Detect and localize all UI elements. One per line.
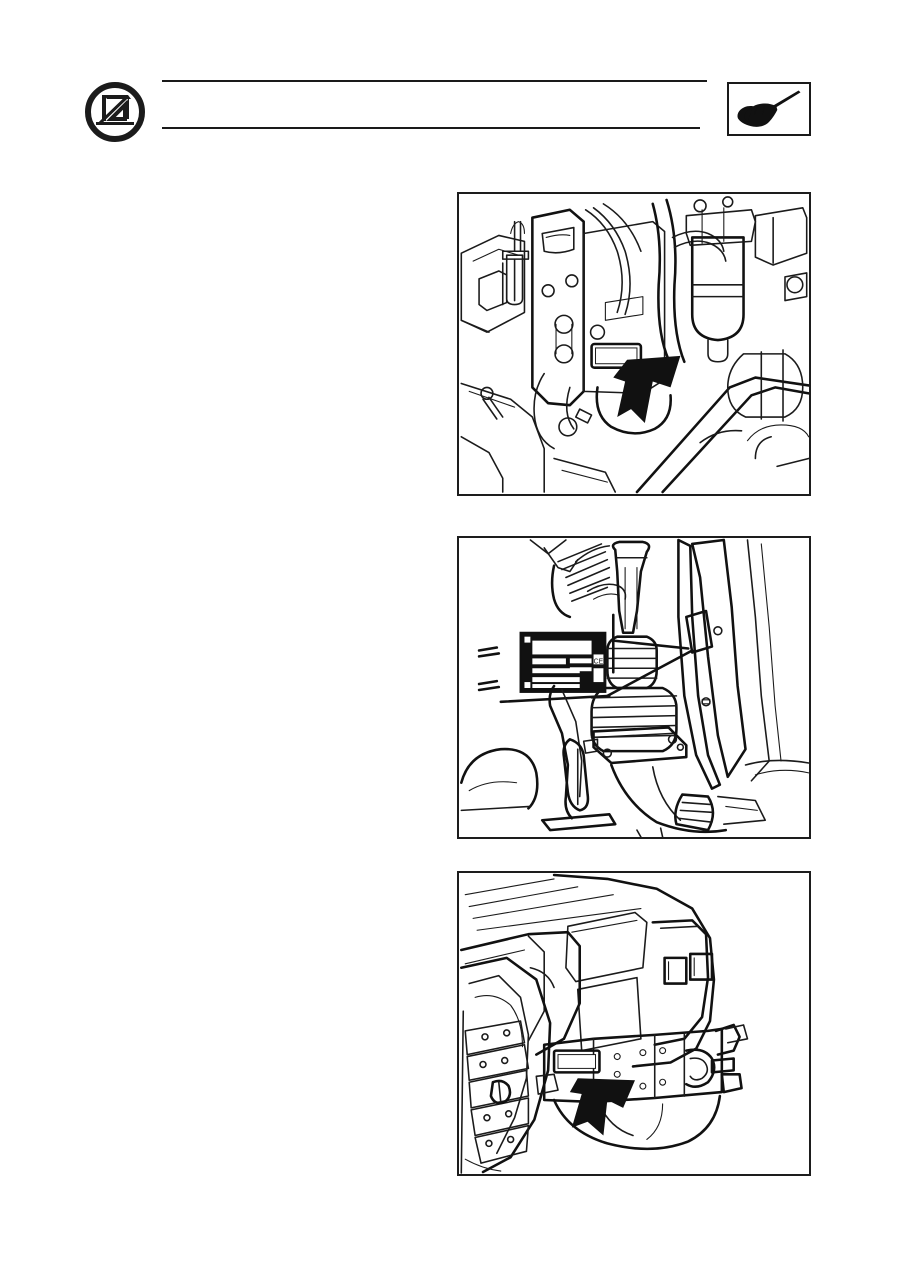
page-title <box>170 90 690 122</box>
page-header <box>0 0 909 175</box>
body-text <box>84 190 434 1170</box>
header-rule-top <box>162 80 707 82</box>
figure-cab-identification-plate-location: CE <box>457 536 811 839</box>
figure-engine-serial-number-location <box>457 192 811 496</box>
header-rule-bottom <box>162 127 700 129</box>
header-rules <box>162 80 707 136</box>
brand-logo-icon <box>84 81 146 143</box>
hand-holding-pen-icon <box>737 90 801 127</box>
figure-chassis-number-location <box>457 871 811 1176</box>
svg-text:CE: CE <box>594 658 604 665</box>
chapter-icon-box <box>727 82 811 136</box>
